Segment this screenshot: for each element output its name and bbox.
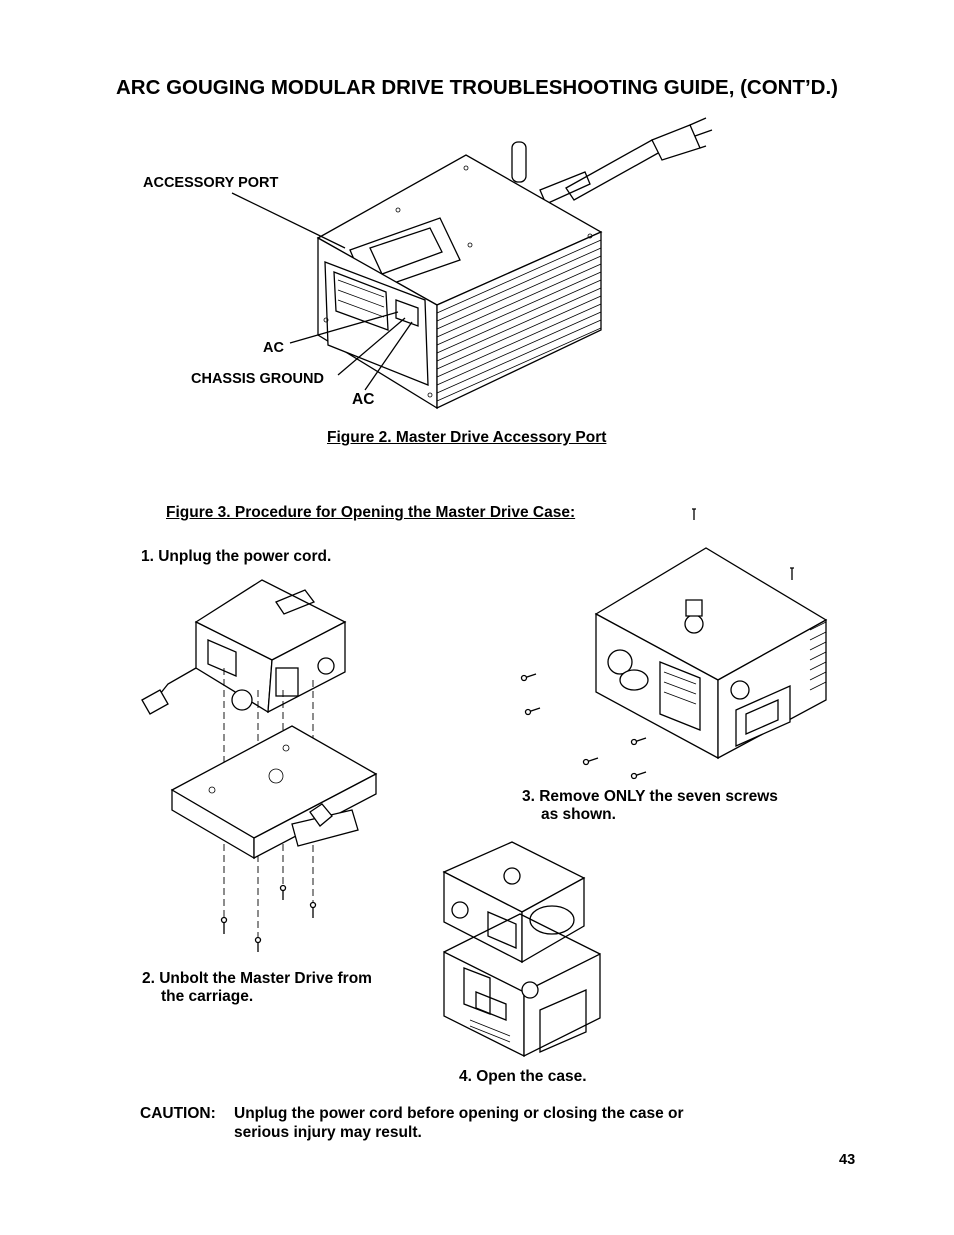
step-1-text: 1. Unplug the power cord. [141, 548, 332, 565]
step-3-text-line-2: as shown. [541, 806, 616, 823]
carriage-bolts [220, 884, 317, 952]
step-4-open-case-illustration [442, 841, 601, 1058]
page-number: 43 [839, 1152, 856, 1168]
accessory-port-panel [324, 261, 429, 386]
figure-2-caption: Figure 2. Master Drive Accessory Port [327, 429, 607, 446]
cooling-fins [436, 239, 602, 402]
step-3-cooling-fins [809, 621, 827, 691]
power-cord-plug-illustration [511, 117, 713, 205]
caution-text-line-2: serious injury may result. [234, 1124, 422, 1141]
figure-2-leader-lines [231, 192, 413, 391]
caution-label: CAUTION: [140, 1105, 216, 1122]
label-ac-1: AC [263, 340, 284, 356]
label-accessory-port: ACCESSORY PORT [143, 175, 279, 191]
step-2-text-line-1: 2. Unbolt the Master Drive from [142, 970, 372, 987]
step-4-text: 4. Open the case. [459, 1068, 587, 1085]
carriage-illustration [170, 725, 378, 860]
step-3-text-line-1: 3. Remove ONLY the seven screws [522, 788, 778, 805]
screw-icon [692, 508, 696, 520]
step-2-text-line-2: the carriage. [161, 988, 254, 1005]
caution-text-line-1: Unplug the power cord before opening or … [234, 1105, 684, 1122]
step-3-drive-illustration [594, 547, 828, 760]
page-title: ARC GOUGING MODULAR DRIVE TROUBLESHOOTIN… [115, 76, 839, 99]
drive-fin-face [436, 230, 602, 410]
figure-3-caption: Figure 3. Procedure for Opening the Mast… [166, 504, 576, 521]
label-ac-2: AC [352, 391, 375, 408]
step-3-screws [520, 567, 794, 780]
step-1-drive-illustration [141, 579, 347, 715]
label-chassis-ground: CHASSIS GROUND [191, 371, 324, 387]
